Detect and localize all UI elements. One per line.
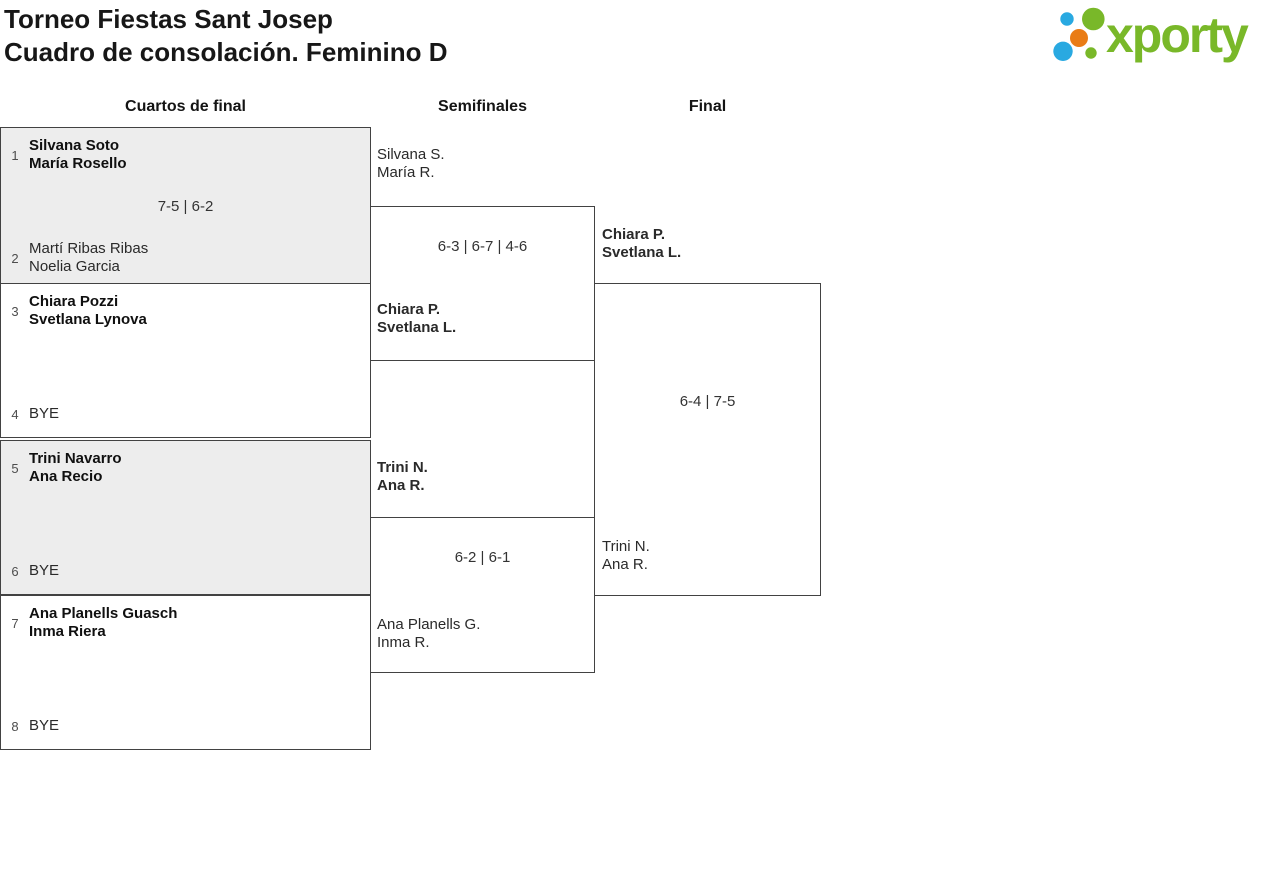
- sf1-team-bottom: Chiara P. Svetlana L.: [377, 301, 456, 337]
- player-2: María R.: [377, 164, 435, 181]
- player-2: Svetlana Lynova: [29, 311, 147, 328]
- seed-number: 8: [11, 718, 19, 734]
- player-1: Chiara Pozzi: [29, 293, 119, 310]
- sf1-score: 6-3 | 6-7 | 4-6: [437, 238, 528, 255]
- sf1-team-top: Silvana S. María R.: [377, 146, 445, 182]
- player-1: Trini N.: [377, 459, 428, 476]
- logo-dot-blue-small: [1060, 12, 1074, 26]
- qf1-team-top-row: 1 Silvana Soto María Rosello: [7, 137, 359, 173]
- player-1: Chiara P.: [602, 226, 666, 243]
- round-header-semifinales: Semifinales: [438, 98, 527, 115]
- team-names: Chiara Pozzi Svetlana Lynova: [29, 293, 147, 329]
- team-names: BYE: [29, 717, 59, 735]
- final-score: 6-4 | 7-5: [679, 393, 736, 410]
- qf2-team-bottom-row: 4 BYE: [7, 396, 359, 432]
- player-2: María Rosello: [29, 155, 127, 172]
- page-title: Torneo Fiestas Sant Josep Cuadro de cons…: [4, 3, 448, 69]
- seed-number: 6: [11, 563, 19, 579]
- xporty-logo: xporty: [1053, 7, 1251, 63]
- sf2-team-top: Trini N. Ana R.: [377, 459, 428, 495]
- bye-label: BYE: [29, 717, 60, 734]
- team-names: Martí Ribas Ribas Noelia Garcia: [29, 240, 148, 276]
- team-names: Silvana Soto María Rosello: [29, 137, 127, 173]
- player-2: Svetlana L.: [377, 319, 457, 336]
- team-names: Trini Navarro Ana Recio: [29, 450, 122, 486]
- player-1: Silvana S.: [377, 146, 445, 163]
- player-1: Ana Planells Guasch: [29, 605, 178, 622]
- seed-number: 1: [11, 147, 19, 163]
- qf-match-4[interactable]: 7 Ana Planells Guasch Inma Riera 8 BYE: [0, 595, 371, 750]
- round-header-final: Final: [688, 98, 727, 115]
- qf-match-1[interactable]: 1 Silvana Soto María Rosello 7-5 | 6-2 2…: [0, 127, 371, 284]
- player-2: Inma R.: [377, 634, 430, 651]
- player-1: Silvana Soto: [29, 137, 120, 154]
- player-2: Ana R.: [377, 477, 425, 494]
- team-names: BYE: [29, 562, 59, 580]
- seed-number: 5: [11, 460, 19, 476]
- player-2: Ana Recio: [29, 468, 103, 485]
- player-1: Chiara P.: [377, 301, 441, 318]
- sf-match-1[interactable]: [370, 206, 595, 361]
- player-1: Ana Planells G.: [377, 616, 481, 633]
- seed-number: 3: [11, 303, 19, 319]
- qf4-team-top-row: 7 Ana Planells Guasch Inma Riera: [7, 605, 359, 641]
- bye-label: BYE: [29, 405, 60, 422]
- final-team-bottom: Trini N. Ana R.: [602, 538, 650, 574]
- round-header-cuartos-de-final: Cuartos de final: [125, 98, 246, 115]
- qf-match-3[interactable]: 5 Trini Navarro Ana Recio 6 BYE: [0, 440, 371, 595]
- player-2: Inma Riera: [29, 623, 106, 640]
- player-1: Martí Ribas Ribas: [29, 240, 149, 257]
- qf1-team-bottom-row: 2 Martí Ribas Ribas Noelia Garcia: [7, 240, 359, 276]
- logo-dot-orange: [1070, 29, 1088, 47]
- player-1: Trini N.: [602, 538, 650, 555]
- team-names: Ana Planells Guasch Inma Riera: [29, 605, 177, 641]
- bye-label: BYE: [29, 562, 60, 579]
- sf2-score: 6-2 | 6-1: [454, 549, 511, 566]
- seed-number: 2: [11, 250, 19, 266]
- qf2-team-top-row: 3 Chiara Pozzi Svetlana Lynova: [7, 293, 359, 329]
- match-score: 7-5 | 6-2: [157, 198, 214, 215]
- logo-dot-green-large: [1082, 7, 1105, 31]
- sf2-team-bottom: Ana Planells G. Inma R.: [377, 616, 480, 652]
- team-names: BYE: [29, 405, 59, 423]
- tournament-name: Torneo Fiestas Sant Josep: [4, 4, 333, 34]
- seed-number: 7: [11, 615, 19, 631]
- final-match[interactable]: [594, 283, 821, 596]
- logo-dot-green-small: [1085, 47, 1097, 59]
- seed-number: 4: [11, 406, 19, 422]
- logo-wordmark: xporty: [1106, 7, 1249, 63]
- qf3-team-bottom-row: 6 BYE: [7, 553, 359, 589]
- logo-dot-blue-large: [1053, 41, 1073, 61]
- qf4-team-bottom-row: 8 BYE: [7, 708, 359, 744]
- qf-match-2[interactable]: 3 Chiara Pozzi Svetlana Lynova 4 BYE: [0, 283, 371, 438]
- draw-subtitle: Cuadro de consolación. Feminino D: [4, 37, 448, 67]
- final-team-top: Chiara P. Svetlana L.: [602, 226, 681, 262]
- qf3-team-top-row: 5 Trini Navarro Ana Recio: [7, 450, 359, 486]
- player-2: Ana R.: [602, 556, 648, 573]
- player-1: Trini Navarro: [29, 450, 122, 467]
- player-2: Svetlana L.: [602, 244, 682, 261]
- player-2: Noelia Garcia: [29, 258, 120, 275]
